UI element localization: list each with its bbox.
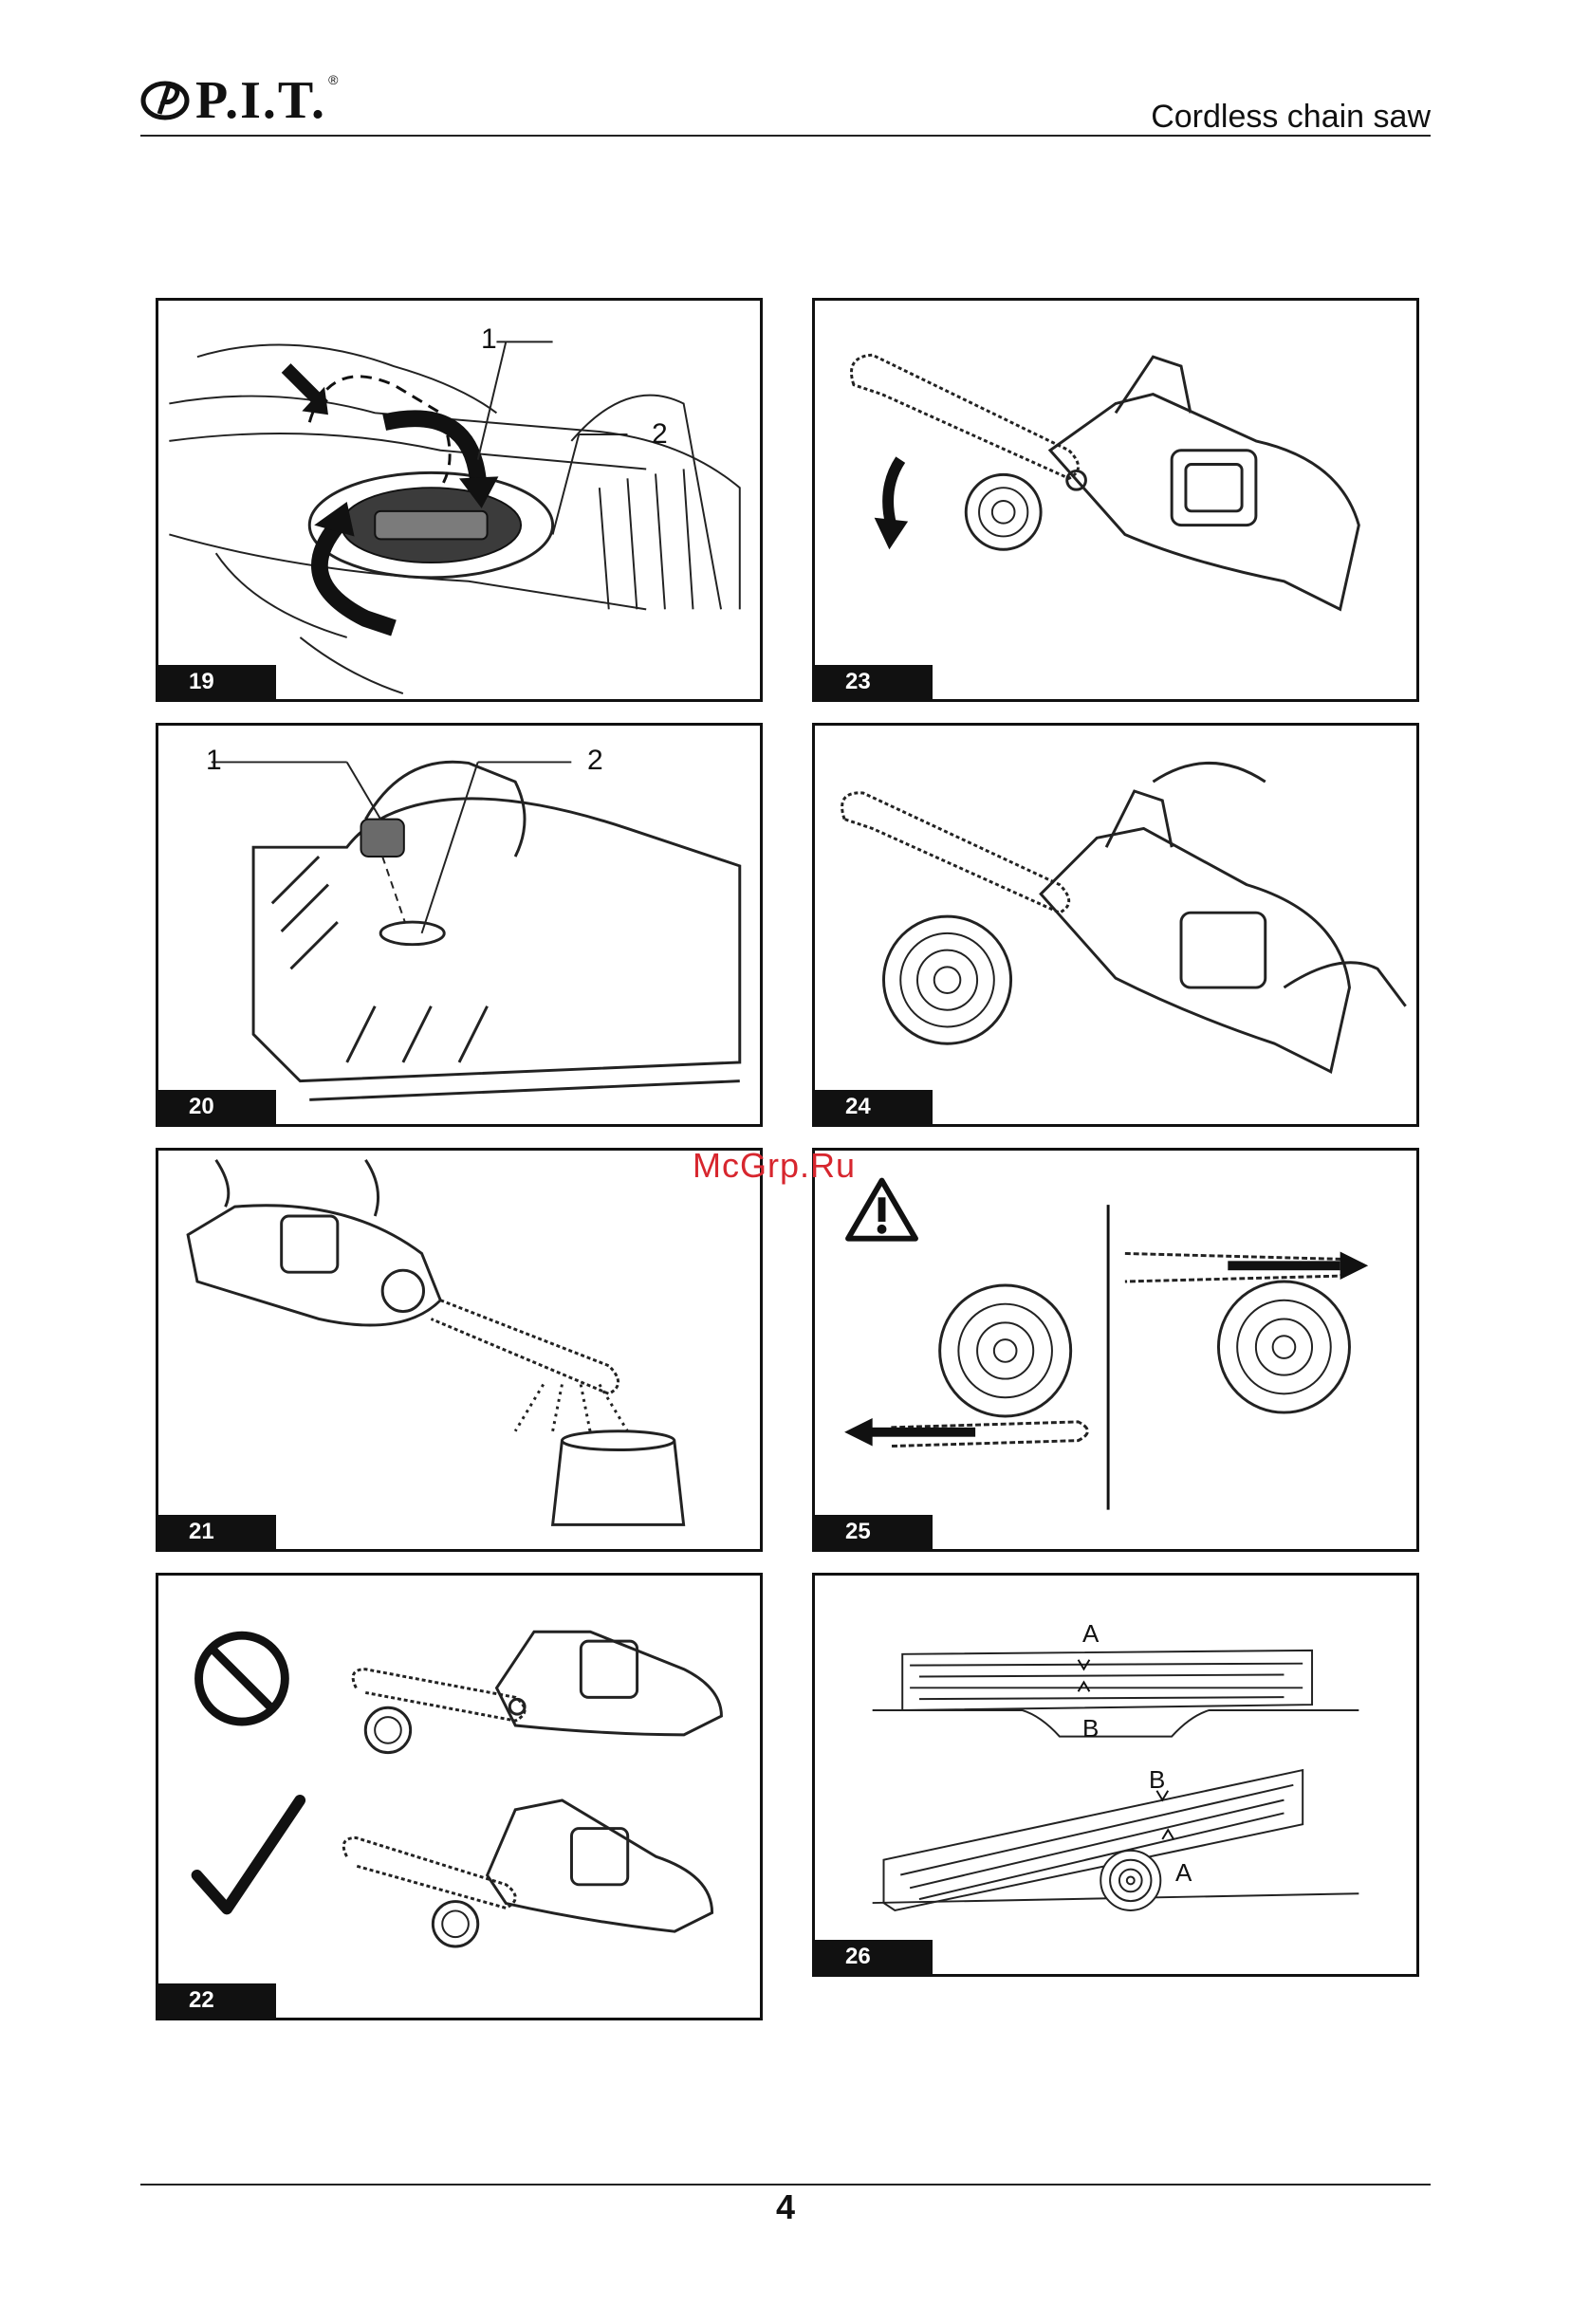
footer-rule <box>140 2184 1431 2186</box>
page-number: 4 <box>0 2187 1571 2227</box>
pit-logo-icon <box>140 76 190 125</box>
cutting-direction-illustration <box>815 1151 1416 1549</box>
figure-21: 21 <box>156 1148 763 1552</box>
figure-number: 20 <box>158 1090 276 1124</box>
figure-22: 22 <box>156 1573 763 2020</box>
point-label-b-bottom: B <box>1149 1765 1165 1795</box>
header-rule <box>140 135 1431 137</box>
warning-triangle-icon <box>848 1181 915 1239</box>
brand-logo: P.I.T. ® <box>140 74 338 127</box>
correct-incorrect-position-illustration <box>158 1576 760 2018</box>
figure-24: 24 <box>812 723 1419 1127</box>
figure-number: 24 <box>815 1090 933 1124</box>
callout-1: 1 <box>206 745 222 777</box>
figure-number: 26 <box>815 1940 933 1974</box>
logo-text: P.I.T. <box>195 74 326 127</box>
figure-number: 23 <box>815 665 933 699</box>
figure-26: A B B A 26 <box>812 1573 1419 1977</box>
chainsaw-holding-illustration <box>815 726 1416 1124</box>
figure-number: 25 <box>815 1515 933 1549</box>
figure-number: 22 <box>158 1983 276 2018</box>
chainsaw-positioning-illustration <box>815 301 1416 699</box>
point-label-b-top: B <box>1082 1714 1099 1743</box>
figure-25: 25 <box>812 1148 1419 1552</box>
figure-19: 1 2 19 <box>156 298 763 702</box>
point-label-a-bottom: A <box>1175 1858 1192 1888</box>
callout-2: 2 <box>587 745 603 777</box>
callout-2: 2 <box>652 418 668 451</box>
prohibited-icon <box>199 1635 286 1722</box>
oil-tank-cap-illustration <box>158 301 760 699</box>
document-title: Cordless chain saw <box>1151 99 1431 136</box>
figure-23: 23 <box>812 298 1419 702</box>
log-cutting-diagram <box>815 1576 1416 1974</box>
figure-number: 19 <box>158 665 276 699</box>
figure-20: 1 2 20 <box>156 723 763 1127</box>
point-label-a-top: A <box>1082 1619 1099 1649</box>
figure-number: 21 <box>158 1515 276 1549</box>
checkmark-icon <box>197 1800 301 1909</box>
watermark: McGrp.Ru <box>693 1146 856 1186</box>
callout-1: 1 <box>481 323 497 356</box>
chain-lubrication-check-illustration <box>158 1151 760 1549</box>
registered-mark: ® <box>328 72 338 87</box>
oil-filling-illustration <box>158 726 760 1124</box>
